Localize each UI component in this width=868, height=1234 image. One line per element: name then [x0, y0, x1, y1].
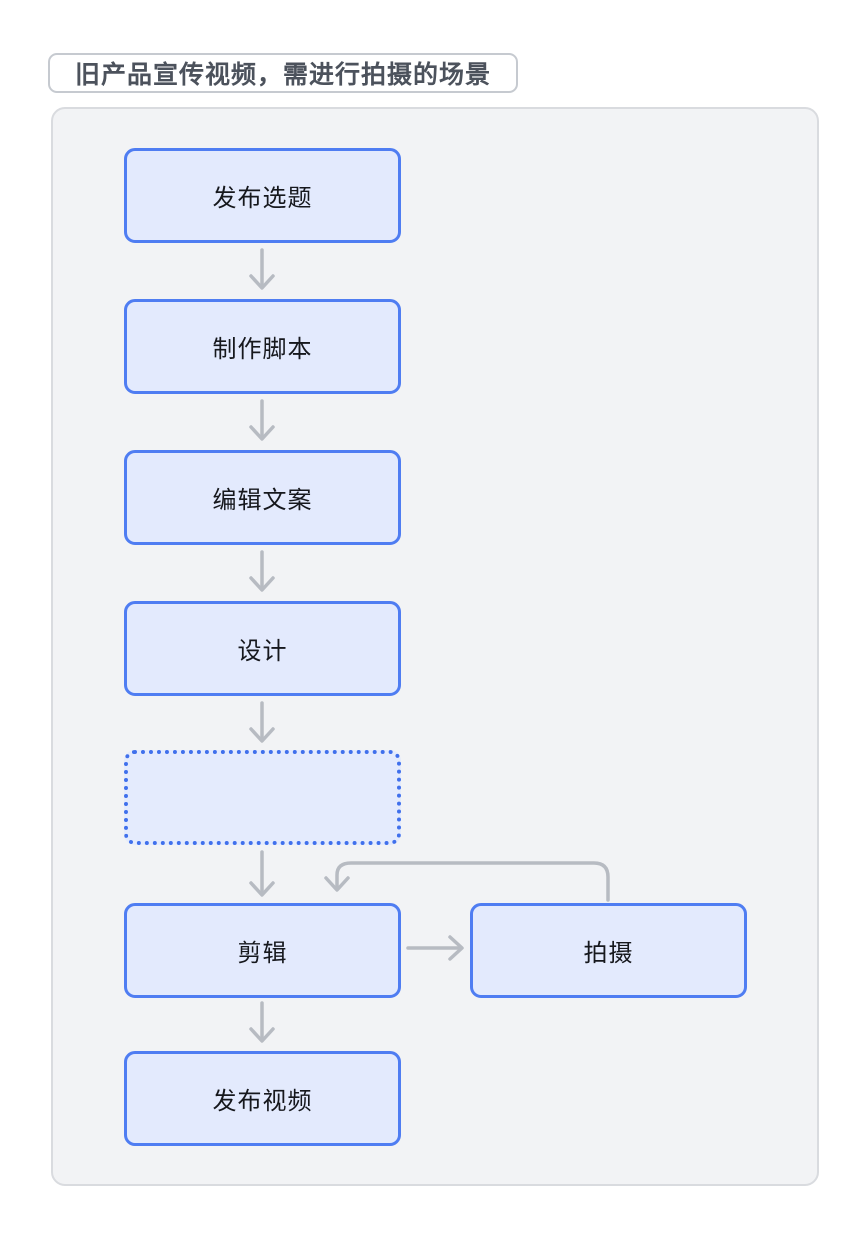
- arrow-head-down: [249, 1027, 275, 1043]
- loop-arrow-line: [335, 861, 610, 902]
- node-publish-video[interactable]: 发布视频: [124, 1051, 401, 1146]
- arrow-head-down: [249, 274, 275, 290]
- arrow-head-down: [249, 576, 275, 592]
- node-shoot[interactable]: 拍摄: [470, 903, 747, 998]
- arrow-head-down: [324, 876, 350, 892]
- flowchart-canvas: 发布选题 制作脚本 编辑文案 设计 剪辑 拍摄 发布视频: [51, 107, 819, 1186]
- node-design[interactable]: 设计: [124, 601, 401, 696]
- node-clip[interactable]: 剪辑: [124, 903, 401, 998]
- arrow-head-down: [249, 727, 275, 743]
- node-make-script[interactable]: 制作脚本: [124, 299, 401, 394]
- arrow-head-down: [249, 425, 275, 441]
- node-publish-topic[interactable]: 发布选题: [124, 148, 401, 243]
- arrow-head-down: [249, 881, 275, 897]
- node-placeholder-dashed[interactable]: [124, 750, 401, 845]
- diagram-title-badge[interactable]: 旧产品宣传视频，需进行拍摄的场景: [48, 53, 518, 93]
- node-edit-copy[interactable]: 编辑文案: [124, 450, 401, 545]
- arrow-head-right: [448, 935, 464, 961]
